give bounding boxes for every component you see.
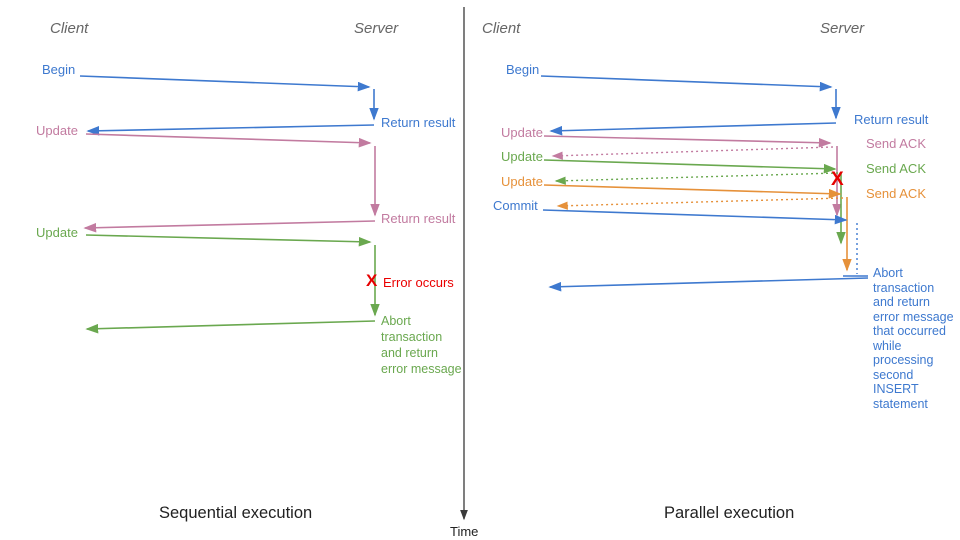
right-begin-label: Begin <box>506 62 540 77</box>
left-abort-return-arrow <box>85 320 376 334</box>
right-client-header: Client <box>482 20 521 37</box>
right-update-2-request-arrow <box>543 159 837 174</box>
right-server-header: Server <box>820 20 865 37</box>
right-update-1-request-arrow <box>543 135 832 148</box>
left-update-2-request-arrow <box>85 234 372 247</box>
right-send-ack-2-label: Send ACK <box>866 161 926 176</box>
right-update-3-label: Update <box>501 174 543 189</box>
right-update-2-label: Update <box>501 149 543 164</box>
left-error-label: Error occurs <box>383 275 454 290</box>
right-abort-label: Abort transaction and return error messa… <box>873 266 954 411</box>
right-error-x-icon: X <box>831 169 844 190</box>
left-client-header: Client <box>50 20 89 37</box>
right-update-1-label: Update <box>501 125 543 140</box>
right-commit-request-arrow <box>542 209 848 225</box>
left-return-result-2-arrow <box>83 220 376 233</box>
right-send-ack-3-arrow <box>556 197 844 210</box>
right-return-result-label: Return result <box>854 112 929 127</box>
right-send-ack-2-arrow <box>554 172 839 185</box>
right-return-result-arrow <box>549 122 837 136</box>
left-abort-label: Abort transaction and return error messa… <box>381 314 462 376</box>
right-send-ack-3-label: Send ACK <box>866 186 926 201</box>
right-commit-label: Commit <box>493 198 538 213</box>
right-abort-return-arrow <box>548 277 869 292</box>
time-axis-label: Time <box>450 524 479 539</box>
left-update-2-label: Update <box>36 225 78 240</box>
left-update-1-label: Update <box>36 123 78 138</box>
right-panel-title: Parallel execution <box>664 504 795 522</box>
left-return-result-1-label: Return result <box>381 115 456 130</box>
left-return-result-1-arrow <box>86 124 375 136</box>
left-begin-label: Begin <box>42 62 76 77</box>
left-begin-request-arrow <box>79 75 371 92</box>
left-error-x-icon: X <box>366 271 378 290</box>
right-send-ack-1-label: Send ACK <box>866 136 926 151</box>
left-server-header: Server <box>354 20 399 37</box>
left-update-1-request-arrow <box>85 133 372 148</box>
right-update-3-request-arrow <box>543 184 842 199</box>
left-panel-title: Sequential execution <box>159 504 313 522</box>
right-begin-request-arrow <box>540 75 833 92</box>
right-send-ack-1-arrow <box>551 146 834 160</box>
left-return-result-2-label: Return result <box>381 211 456 226</box>
